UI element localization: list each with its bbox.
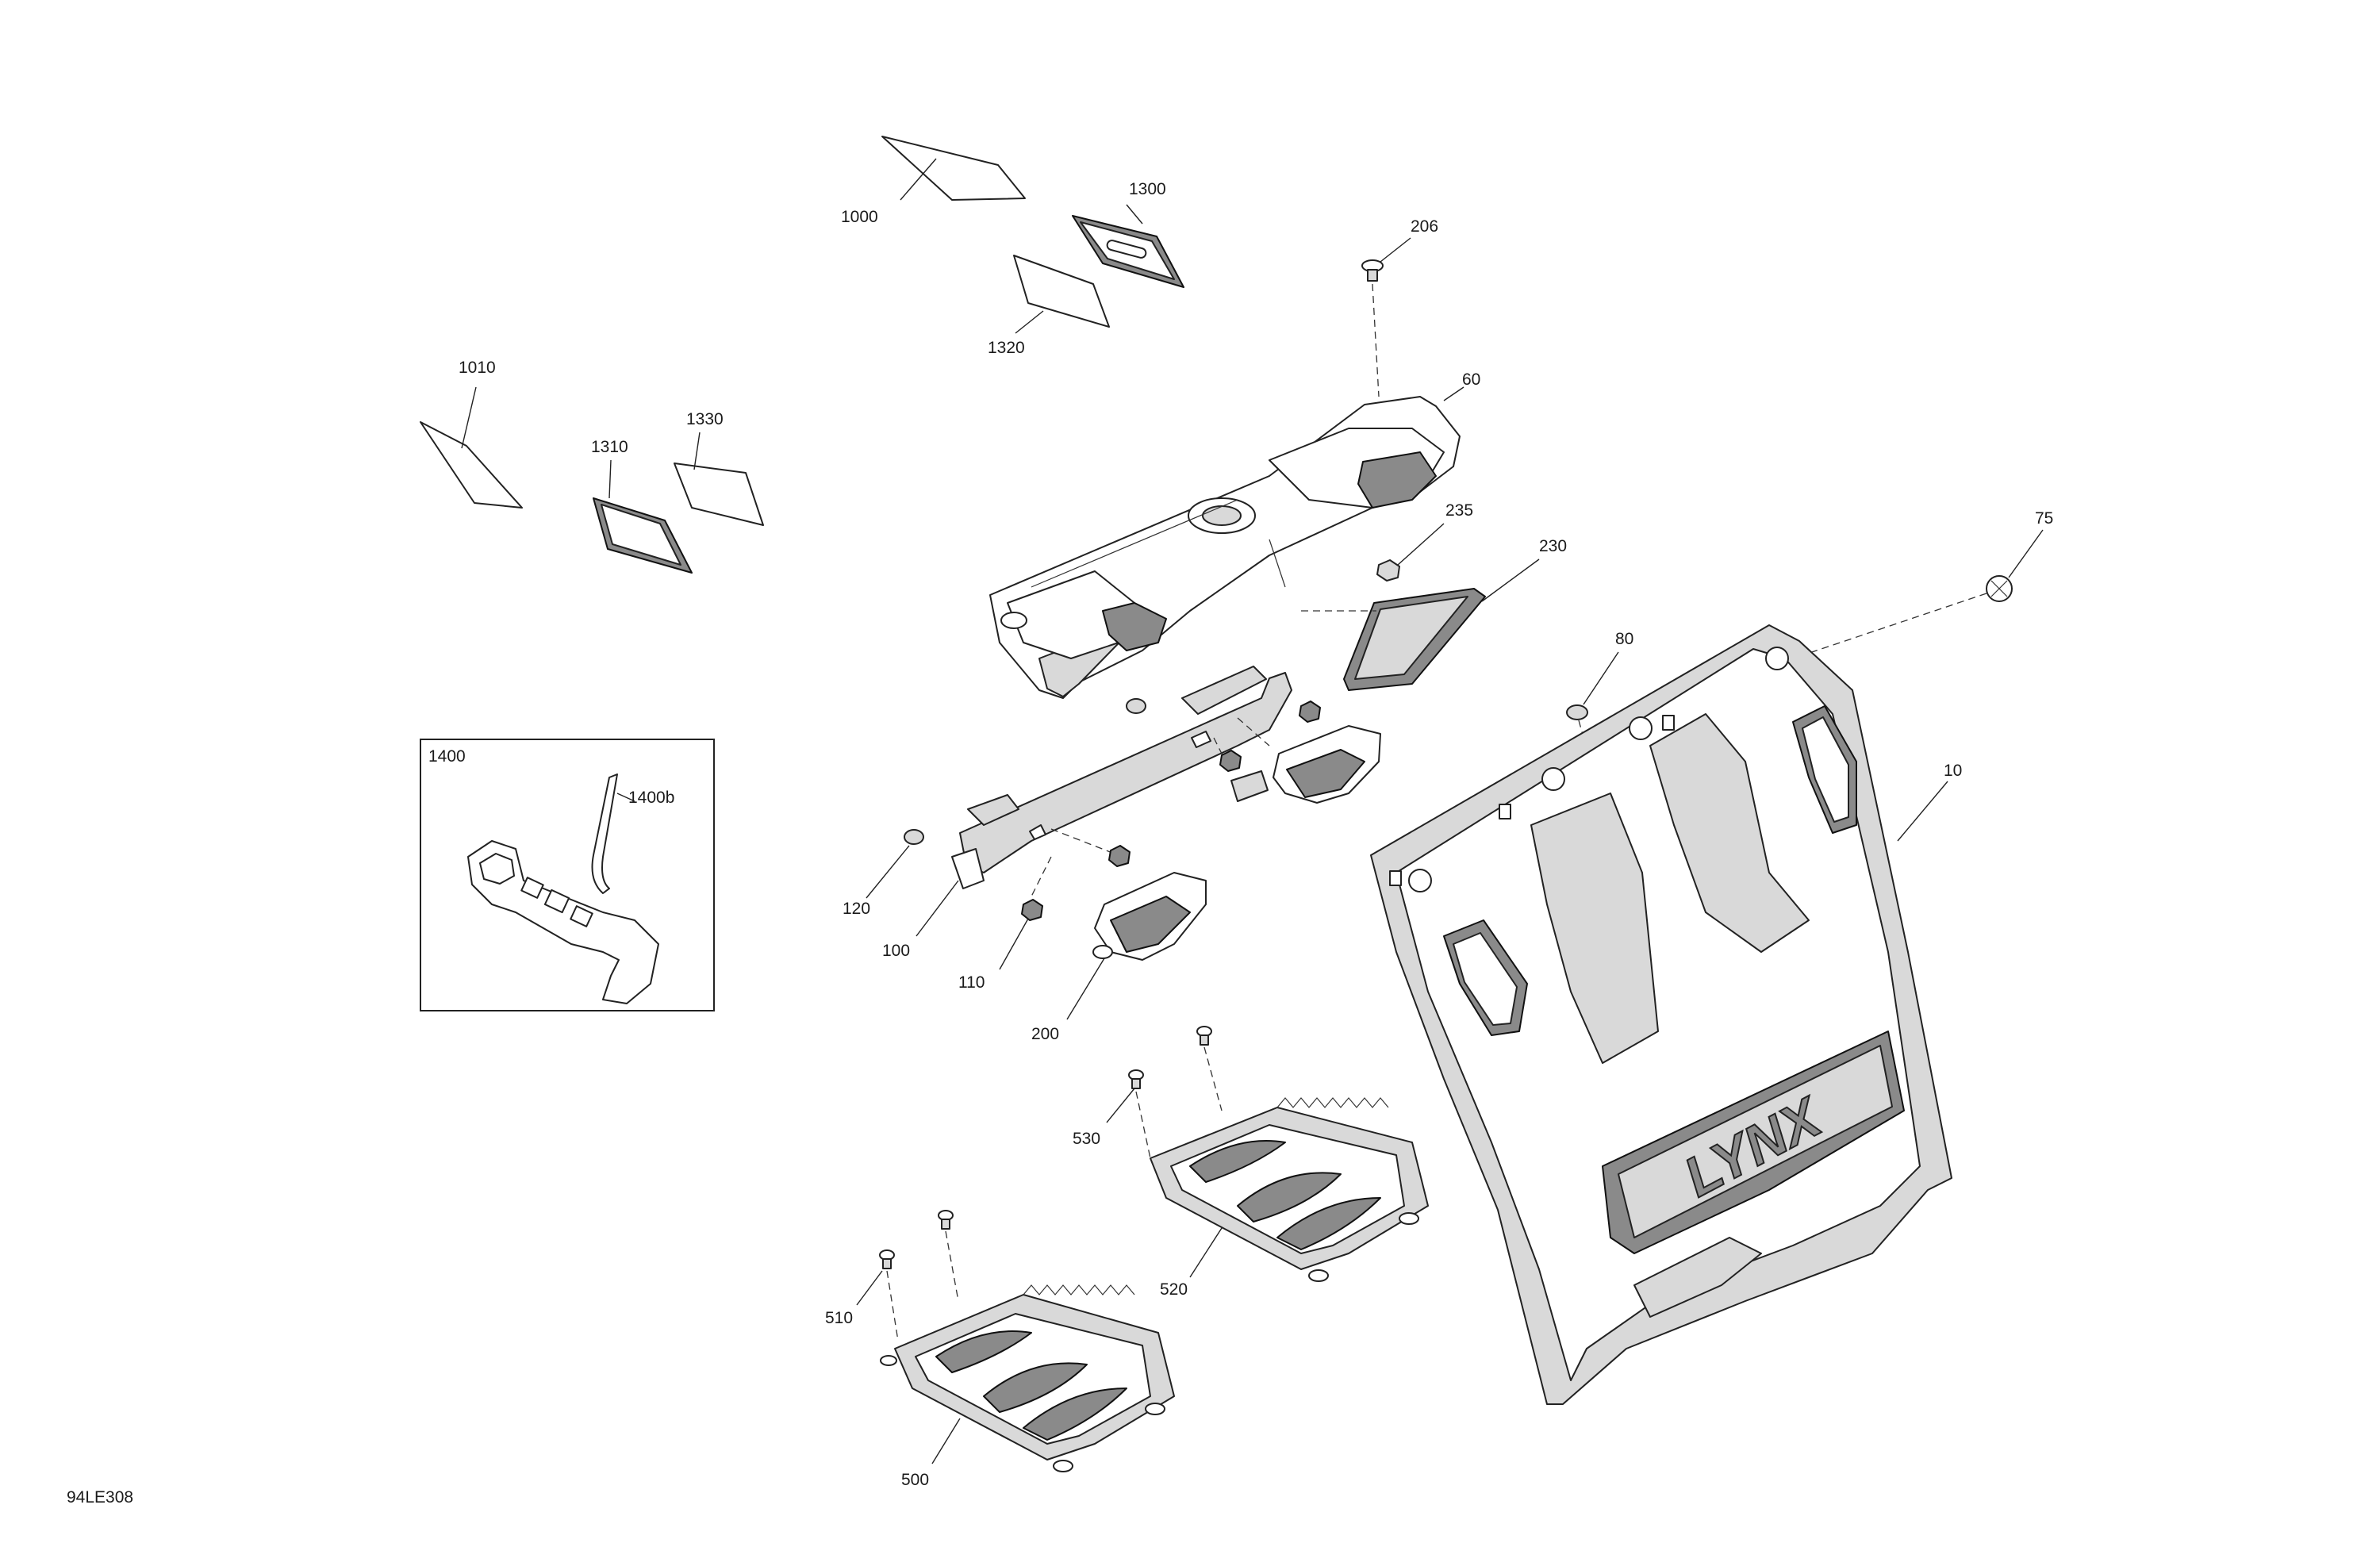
- screw-510: [856, 1210, 959, 1341]
- callout-206: 206: [1411, 217, 1438, 236]
- screw-206: [1361, 237, 1411, 397]
- bracket-100: [916, 666, 1292, 937]
- reflector-230: [1301, 558, 1540, 691]
- callout-1310: 1310: [591, 438, 628, 456]
- callout-230: 230: [1539, 537, 1567, 555]
- callout-520: 520: [1160, 1280, 1188, 1299]
- mud-flap-10: LYNX: [1370, 624, 1952, 1405]
- callout-1330: 1330: [686, 410, 724, 428]
- callout-100: 100: [882, 942, 910, 960]
- nut-235: [1376, 523, 1445, 582]
- diagram-code: 94LE308: [67, 1488, 133, 1507]
- callout-530: 530: [1073, 1130, 1100, 1148]
- footrest-plate-500: [880, 1284, 1175, 1472]
- light-200: [1066, 725, 1381, 1020]
- callout-1000: 1000: [841, 208, 878, 226]
- callout-235: 235: [1445, 501, 1473, 520]
- callout-75: 75: [2035, 509, 2053, 528]
- callout-10: 10: [1944, 762, 1962, 780]
- callout-120: 120: [843, 900, 870, 918]
- callout-110: 110: [958, 973, 985, 992]
- plate-1310: [593, 459, 693, 574]
- callout-1400: 1400: [428, 747, 466, 766]
- decal-1320: [1013, 255, 1110, 334]
- screw-530: [1106, 1026, 1223, 1159]
- callout-1320: 1320: [988, 339, 1025, 357]
- light-housing-60: [989, 386, 1464, 699]
- callout-80: 80: [1615, 630, 1633, 648]
- callout-1300: 1300: [1129, 180, 1166, 198]
- callout-500: 500: [901, 1471, 929, 1489]
- callout-60: 60: [1462, 370, 1480, 389]
- decal-1010: [420, 386, 523, 509]
- screw-75: [1792, 529, 2044, 659]
- plate-1300: [1072, 204, 1184, 288]
- callout-1400b: 1400b: [628, 789, 674, 807]
- footrest-plate-520: [1150, 1097, 1429, 1282]
- nut-110: [999, 700, 1321, 970]
- decal-1330: [674, 432, 764, 526]
- callout-510: 510: [825, 1309, 853, 1327]
- callout-1010: 1010: [459, 359, 496, 377]
- tool-kit-1400: [420, 739, 715, 1011]
- callout-200: 200: [1031, 1025, 1059, 1043]
- decal-1000: [881, 136, 1026, 201]
- washer-120: [866, 698, 1146, 899]
